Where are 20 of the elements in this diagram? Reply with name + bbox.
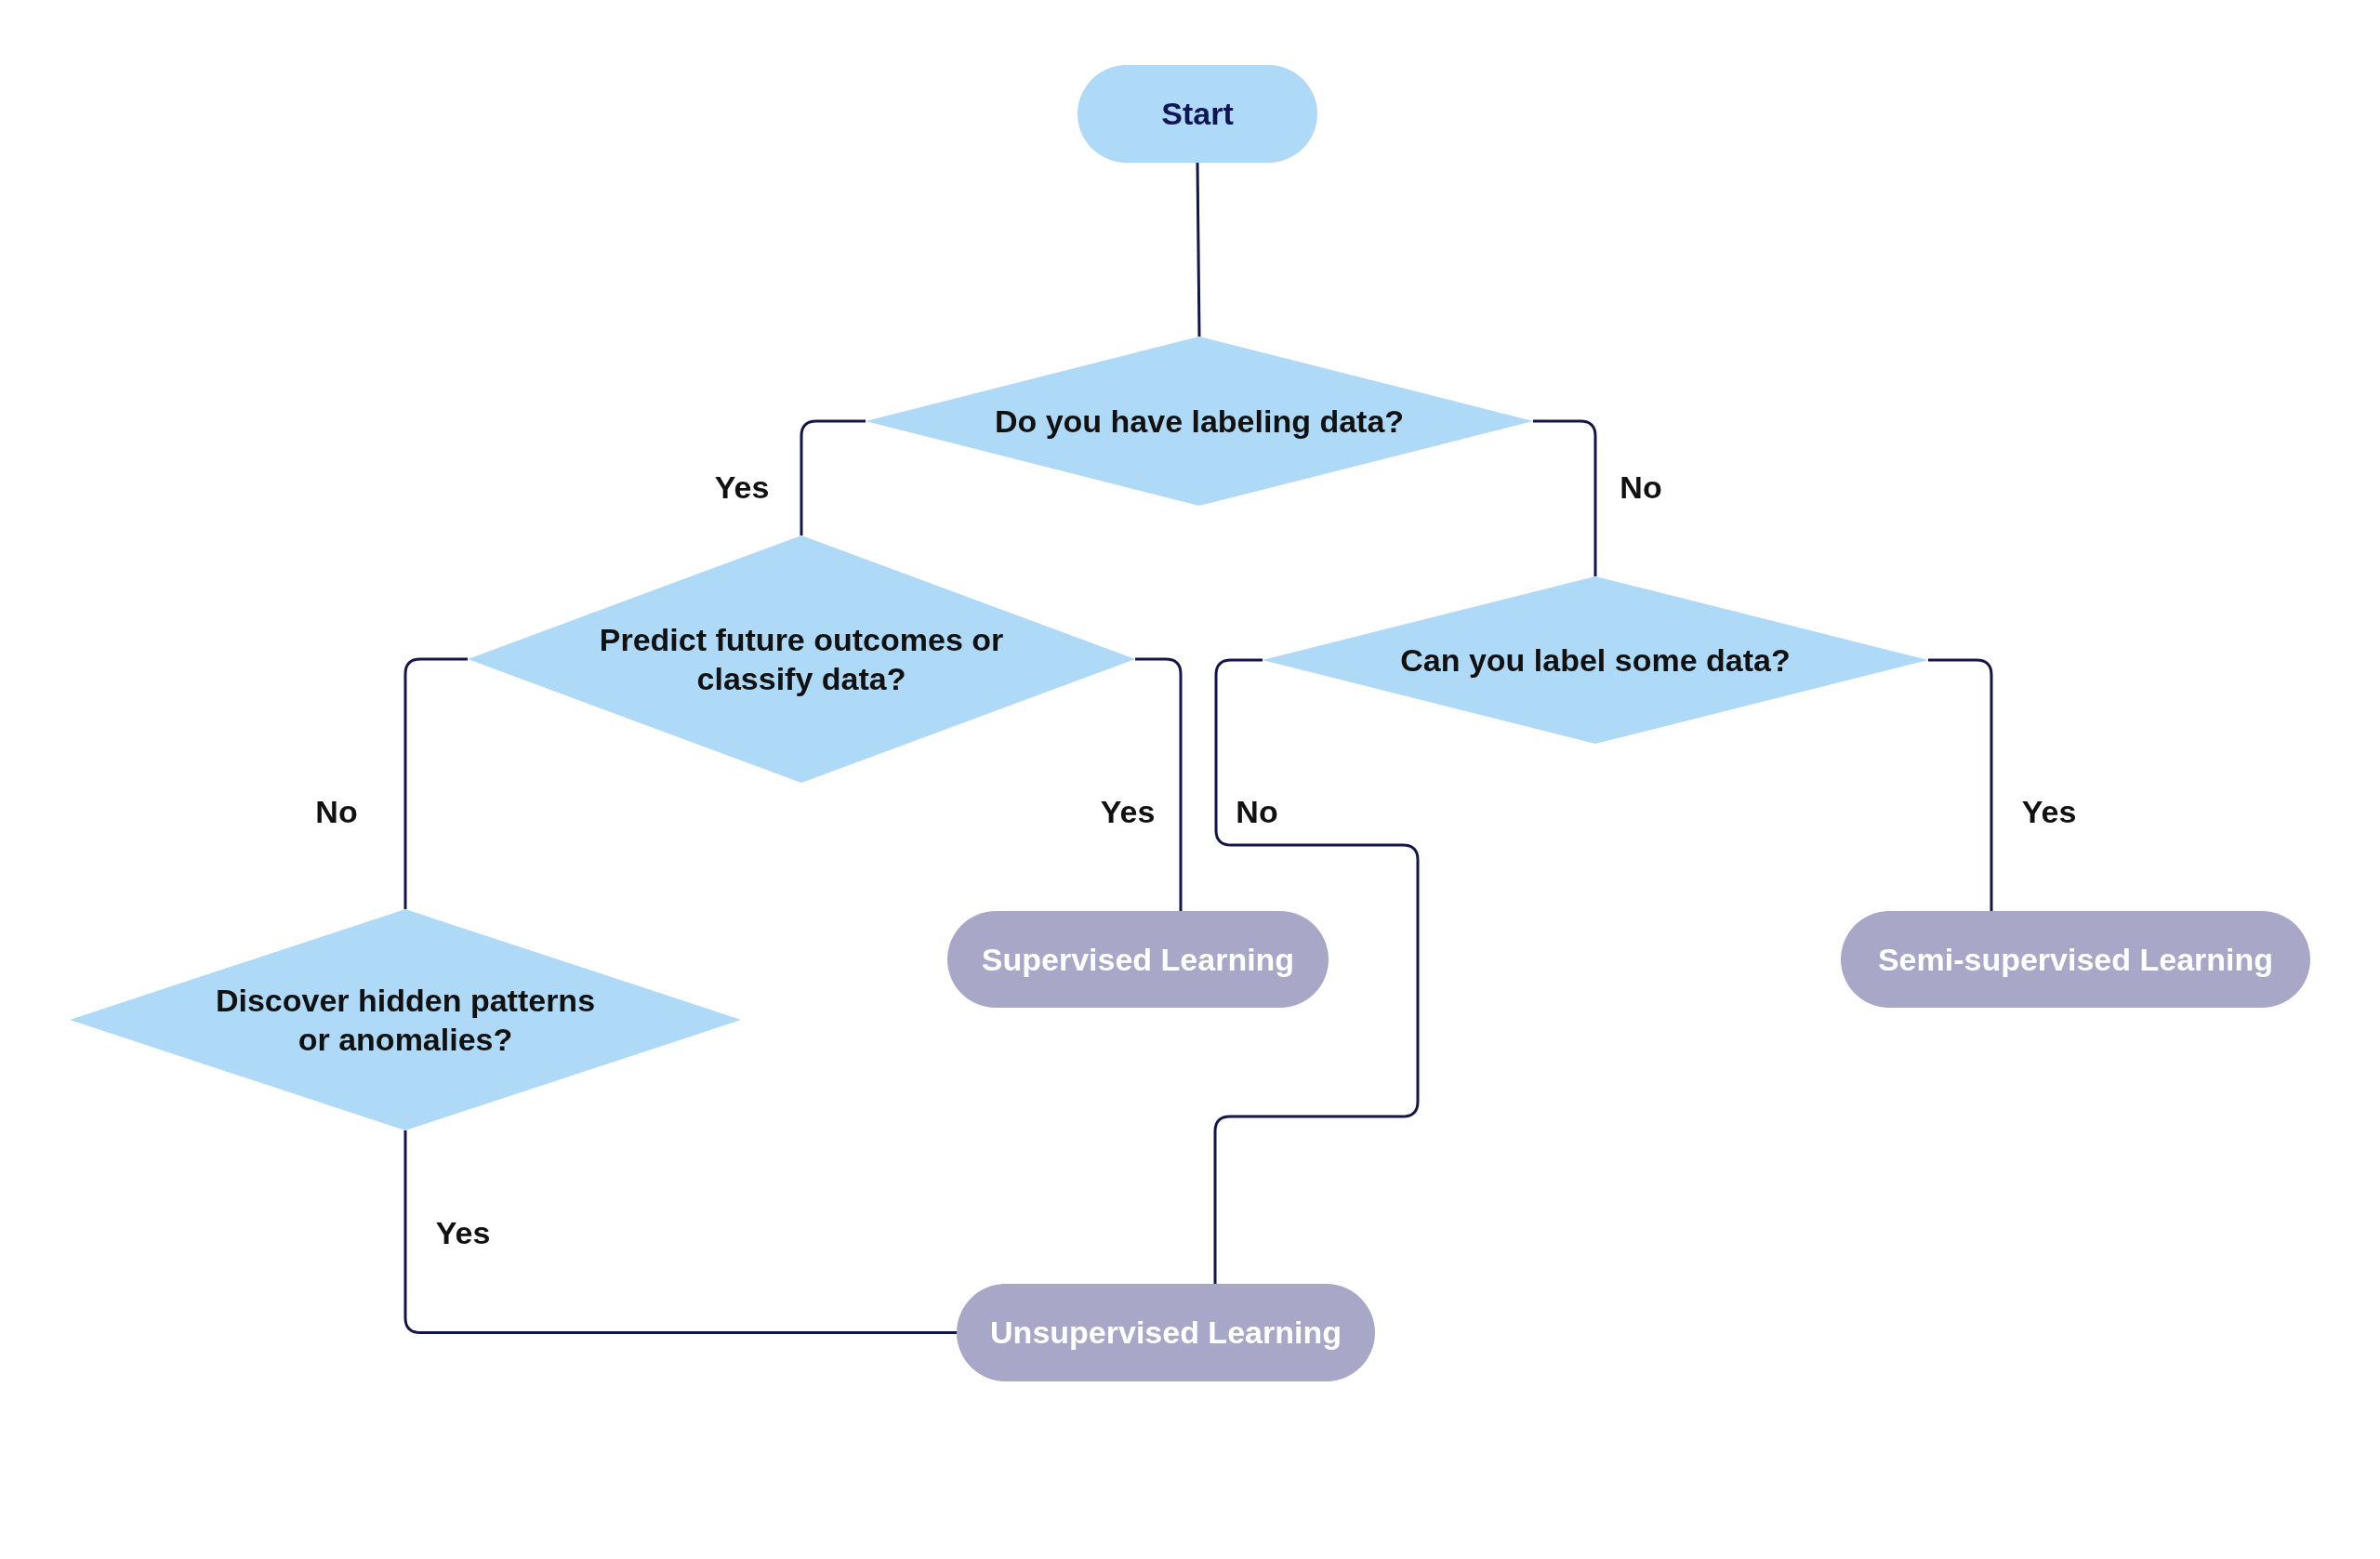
decision-diamond (468, 535, 1135, 783)
terminal-label: Unsupervised Learning (990, 1314, 1342, 1353)
question-text: Predict future outcomes or classify data? (598, 620, 1005, 698)
decision-diamond (1263, 576, 1928, 744)
connector-line (800, 419, 866, 535)
connector-line (403, 657, 468, 909)
connector-line (1928, 658, 1993, 911)
question-text: Can you label some data? (1400, 641, 1791, 680)
connector-line (1213, 658, 1420, 1284)
question-text: Discover hidden patterns or anomalies? (214, 981, 597, 1059)
decision-diamond (70, 909, 741, 1130)
connector-line (1533, 419, 1597, 576)
terminal-label: Supervised Learning (981, 940, 1295, 979)
question-text: Do you have labeling data? (994, 402, 1405, 441)
terminal-label: Semi-supervised Learning (1877, 940, 2274, 979)
connector-line (1196, 163, 1201, 337)
terminal-label: Start (1161, 95, 1234, 134)
connector-line (1135, 657, 1183, 911)
decision-diamond (866, 337, 1533, 506)
connector-line (403, 1130, 957, 1334)
